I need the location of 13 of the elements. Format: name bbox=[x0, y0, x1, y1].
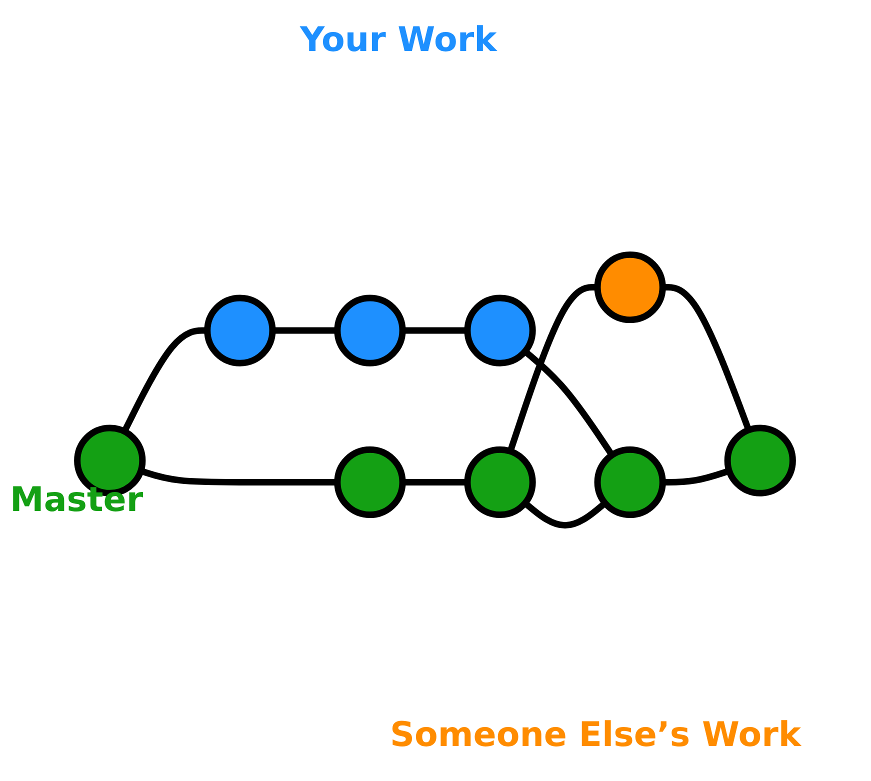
branch-label: Master bbox=[10, 480, 144, 520]
connector bbox=[522, 500, 608, 529]
node-circle bbox=[594, 446, 666, 518]
branch-label: Your Work bbox=[300, 20, 497, 60]
node-circle bbox=[464, 294, 536, 366]
node-circle bbox=[204, 294, 276, 366]
node-circle bbox=[724, 424, 796, 496]
branch-label: Someone Else’s Work bbox=[390, 715, 801, 755]
node-circle bbox=[334, 294, 406, 366]
node-circle bbox=[594, 251, 666, 324]
node-circle bbox=[464, 446, 536, 518]
node-circle bbox=[334, 446, 406, 518]
connector bbox=[522, 348, 615, 457]
